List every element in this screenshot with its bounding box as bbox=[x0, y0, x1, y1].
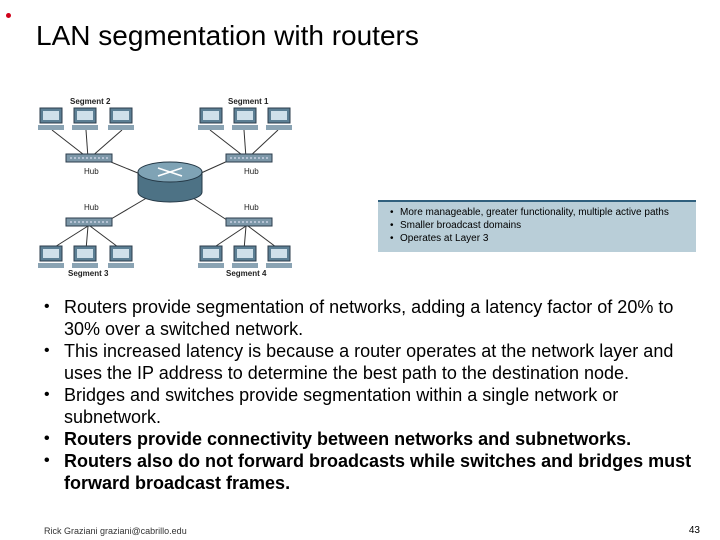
pc-icon bbox=[38, 245, 64, 268]
hub-icons bbox=[65, 153, 273, 227]
pc-icon bbox=[38, 107, 64, 130]
pc-icon bbox=[232, 107, 258, 130]
panel-item: Smaller broadcast domains bbox=[390, 219, 688, 232]
bullet-list: Routers provide segmentation of networks… bbox=[44, 296, 704, 494]
page-title: LAN segmentation with routers bbox=[36, 20, 419, 51]
segment-3-label: Segment 3 bbox=[68, 269, 109, 278]
bullet-item: Routers also do not forward broadcasts w… bbox=[44, 450, 704, 494]
bullet-item: Routers provide connectivity between net… bbox=[44, 428, 704, 450]
segment-2-label: Segment 2 bbox=[70, 97, 111, 106]
panel-item: More manageable, greater functionality, … bbox=[390, 206, 688, 219]
pc-icon bbox=[72, 245, 98, 268]
hub-label: Hub bbox=[84, 203, 99, 212]
corner-dot bbox=[6, 13, 11, 18]
bullet-item: Routers provide segmentation of networks… bbox=[44, 296, 704, 340]
bullet-item: This increased latency is because a rout… bbox=[44, 340, 704, 384]
segment-4-label: Segment 4 bbox=[226, 269, 267, 278]
pc-icon bbox=[198, 245, 224, 268]
pc-icon bbox=[266, 245, 292, 268]
router-features-panel: More manageable, greater functionality, … bbox=[378, 200, 696, 252]
network-diagram: Segment 2 Segment 1 Segment 3 Segment 4 … bbox=[30, 88, 696, 278]
panel-item: Operates at Layer 3 bbox=[390, 232, 688, 245]
segment-1-label: Segment 1 bbox=[228, 97, 269, 106]
router-icon bbox=[137, 161, 203, 203]
pc-icon bbox=[232, 245, 258, 268]
pc-icon bbox=[266, 107, 292, 130]
pc-icon bbox=[72, 107, 98, 130]
hub-label: Hub bbox=[244, 167, 259, 176]
hub-icon bbox=[65, 217, 113, 227]
hub-label: Hub bbox=[244, 203, 259, 212]
pc-icon bbox=[108, 107, 134, 130]
footer-author: Rick Graziani graziani@cabrillo.edu bbox=[44, 526, 187, 536]
bullet-item: Bridges and switches provide segmentatio… bbox=[44, 384, 704, 428]
pc-icon bbox=[198, 107, 224, 130]
page-number: 43 bbox=[688, 525, 700, 536]
hub-icon bbox=[225, 217, 273, 227]
pc-icons bbox=[38, 107, 292, 268]
pc-icon bbox=[108, 245, 134, 268]
hub-icon bbox=[65, 153, 113, 163]
hub-label: Hub bbox=[84, 167, 99, 176]
network-diagram-svg: Segment 2 Segment 1 Segment 3 Segment 4 … bbox=[38, 97, 292, 278]
hub-icon bbox=[225, 153, 273, 163]
